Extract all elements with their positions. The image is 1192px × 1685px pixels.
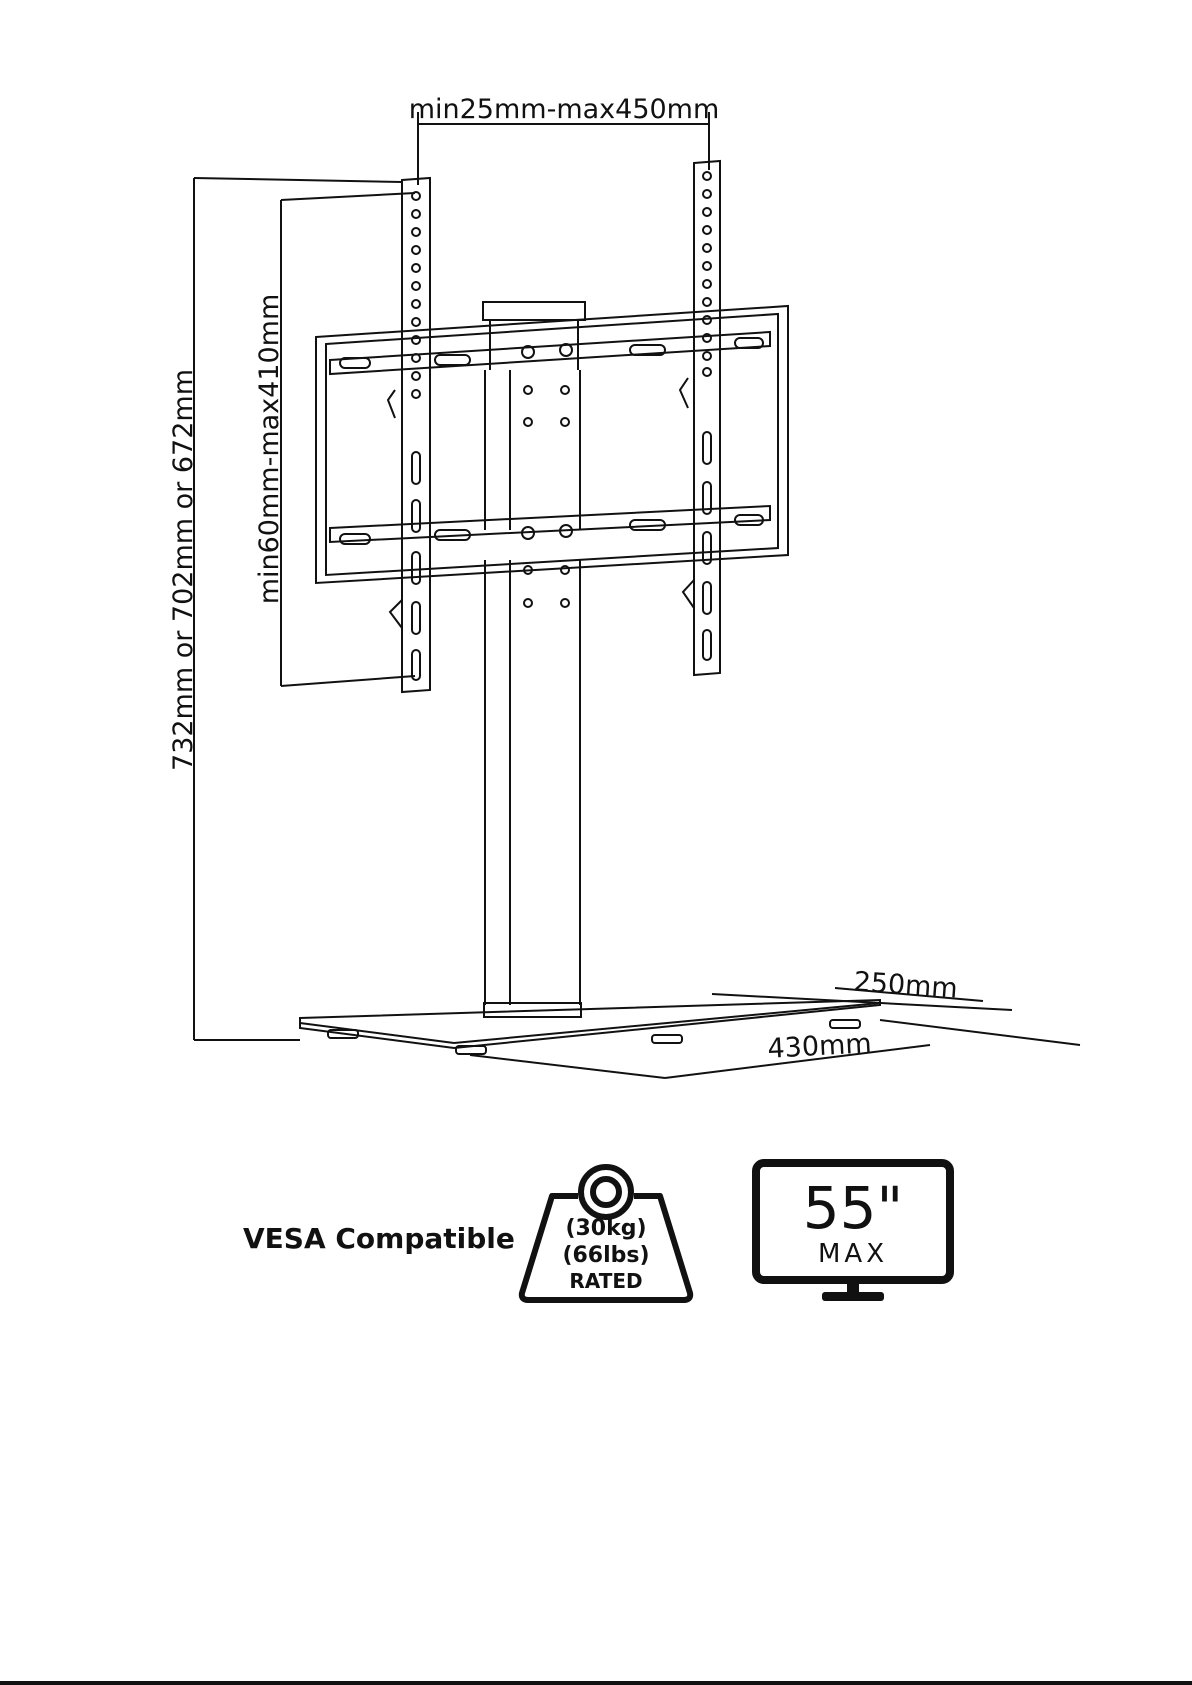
weight-kg-text: (30kg) bbox=[565, 1216, 646, 1241]
stand-column bbox=[483, 302, 585, 1017]
vertical-spacing-label: min60mm-max410mm bbox=[254, 294, 285, 605]
weight-lbs-text: (66lbs) bbox=[562, 1243, 649, 1268]
right-mounting-arm bbox=[680, 161, 720, 675]
base-depth-label: 250mm bbox=[853, 966, 959, 1004]
left-mounting-arm bbox=[388, 178, 430, 692]
base-width-label: 430mm bbox=[767, 1028, 873, 1064]
vesa-compatible-label: VESA Compatible bbox=[243, 1222, 515, 1255]
vertical-spacing-dimension-lines bbox=[281, 193, 415, 686]
bottom-border bbox=[0, 1681, 1192, 1685]
max-screen-size-icon: 55" MAX bbox=[750, 1158, 956, 1304]
total-height-label: 732mm or 702mm or 672mm bbox=[168, 369, 199, 771]
screen-size-text: 55" bbox=[803, 1174, 903, 1242]
weight-rated-text: RATED bbox=[569, 1269, 642, 1293]
weight-rating-icon: (30kg) (66lbs) RATED bbox=[516, 1158, 696, 1306]
tv-stand-diagram: min25mm-max450mm 732mm or 702mm or 672mm… bbox=[0, 0, 1192, 1140]
mounting-plate bbox=[316, 306, 788, 583]
screen-max-text: MAX bbox=[818, 1239, 888, 1269]
total-height-dimension-lines bbox=[194, 178, 402, 1040]
top-width-label: min25mm-max450mm bbox=[409, 94, 720, 125]
